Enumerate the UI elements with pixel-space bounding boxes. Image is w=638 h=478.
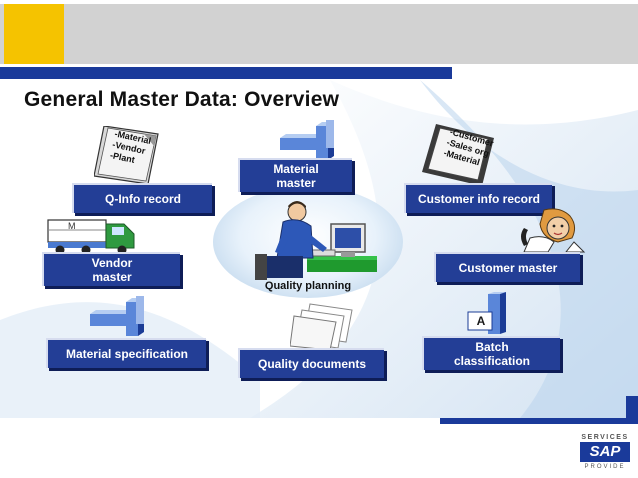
box-label-line: Quality documents xyxy=(257,357,367,371)
cube-stack-icon xyxy=(86,294,152,338)
person-on-phone-icon xyxy=(514,208,588,256)
document-icon xyxy=(94,126,162,184)
cube-stack-icon xyxy=(276,118,342,162)
customer-master-box: Customer master xyxy=(434,252,580,282)
box-label-line: master xyxy=(276,176,316,190)
box-label-line: Material specification xyxy=(65,347,189,361)
footer-rule xyxy=(440,418,638,424)
quality-documents-box: Quality documents xyxy=(238,348,384,378)
header-accent-square xyxy=(4,4,64,64)
material-master-box: Material master xyxy=(238,158,352,192)
header-bar xyxy=(0,4,638,64)
box-label-line: Customer info record xyxy=(417,192,540,206)
paper-stack-icon xyxy=(290,302,364,350)
box-label-line: Vendor xyxy=(91,256,133,270)
footer-rule-vertical xyxy=(626,396,638,422)
truck-icon: M xyxy=(46,216,138,256)
page-title: General Master Data: Overview xyxy=(24,88,340,111)
sap-logo: SERVICES SAP PROVIDE xyxy=(580,434,630,474)
batch-letter: A xyxy=(476,314,486,328)
vendor-master-box: Vendor master xyxy=(42,252,180,286)
logo-top-text: SERVICES xyxy=(581,434,629,441)
material-specification-box: Material specification xyxy=(46,338,206,368)
box-label-line: Customer master xyxy=(458,261,558,275)
customer-info-record-box: Customer info record xyxy=(404,183,552,213)
logo-brand: SAP xyxy=(589,443,621,460)
logo-bottom-text: PROVIDE xyxy=(584,464,626,470)
person-at-computer-icon xyxy=(255,198,380,280)
box-label-line: Q-Info record xyxy=(104,192,181,206)
box-label-line: classification xyxy=(453,354,531,368)
box-label-line: Material xyxy=(273,162,319,176)
document-icon xyxy=(422,124,494,186)
batch-cube-icon xyxy=(464,292,526,336)
q-info-record-box: Q-Info record xyxy=(72,183,212,213)
center-label: Quality planning xyxy=(264,280,352,292)
logo-mark: SAP xyxy=(580,442,630,462)
batch-classification-box: Batch classification xyxy=(422,336,560,370)
header-rule xyxy=(0,67,452,79)
box-label-line: master xyxy=(92,270,132,284)
box-label-line: Batch xyxy=(475,340,509,354)
svg-text:M: M xyxy=(68,221,76,231)
